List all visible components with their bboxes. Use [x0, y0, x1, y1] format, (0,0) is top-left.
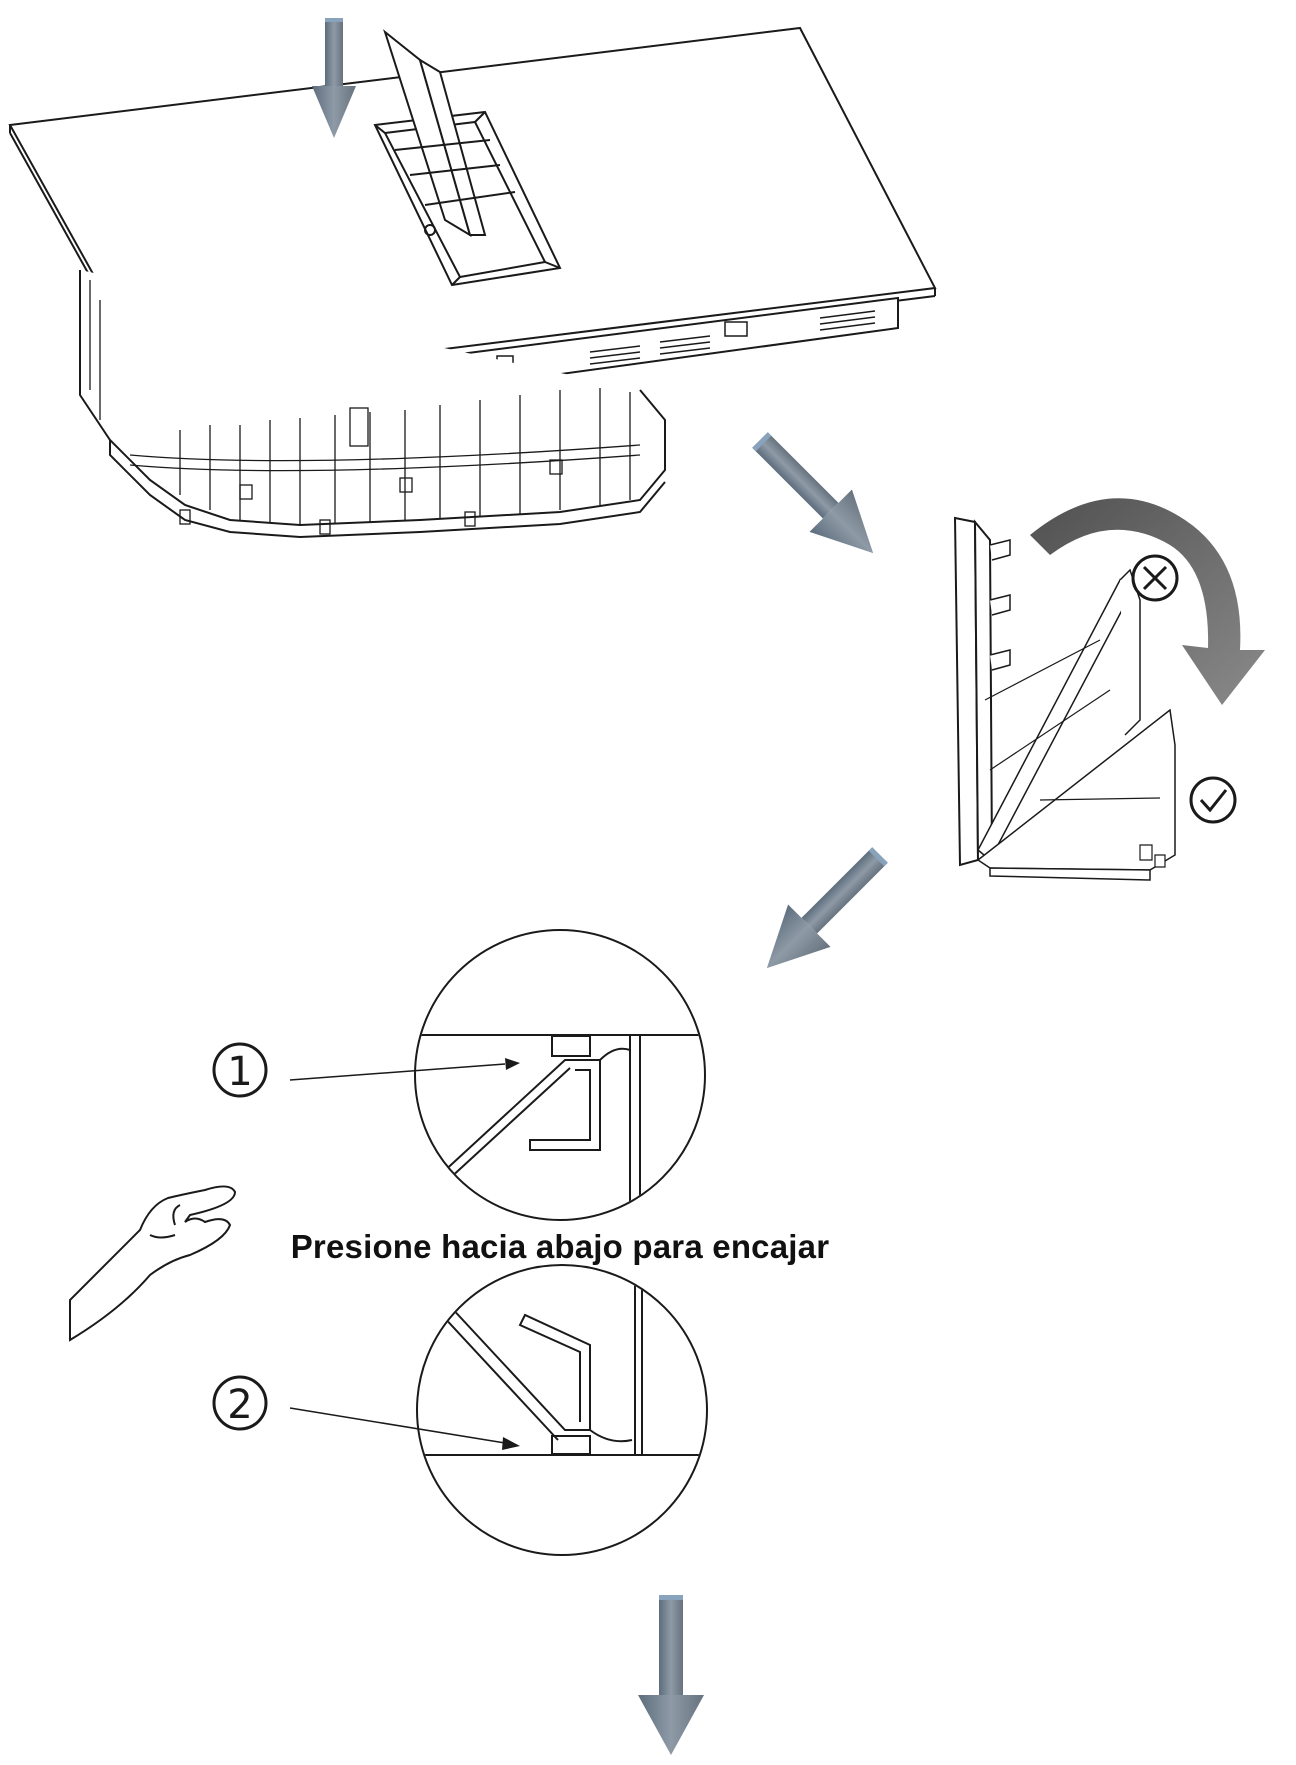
- callout-1-label: 1: [227, 1049, 252, 1095]
- arrow-down-right-icon: [752, 432, 874, 554]
- incorrect-mark-icon: [1131, 554, 1179, 602]
- detail-circle-2: [416, 1264, 708, 1556]
- rotation-arrow-icon: [1030, 498, 1265, 705]
- flap-rotation-detail: [953, 516, 1176, 881]
- arrow-down-icon: [312, 18, 356, 138]
- callout-2: 2: [212, 1375, 520, 1450]
- hand-icon: [69, 1185, 237, 1342]
- arrow-down-left-icon: [766, 847, 888, 969]
- correct-mark-icon: [1189, 776, 1237, 824]
- callout-2-label: 2: [227, 1382, 252, 1428]
- instruction-caption: Presione hacia abajo para encajar: [290, 1228, 830, 1265]
- callout-1: 1: [212, 1042, 520, 1098]
- detail-circle-1: [414, 929, 706, 1221]
- arrow-down-bottom-icon: [638, 1595, 704, 1755]
- cooktop-assembly: [8, 26, 937, 539]
